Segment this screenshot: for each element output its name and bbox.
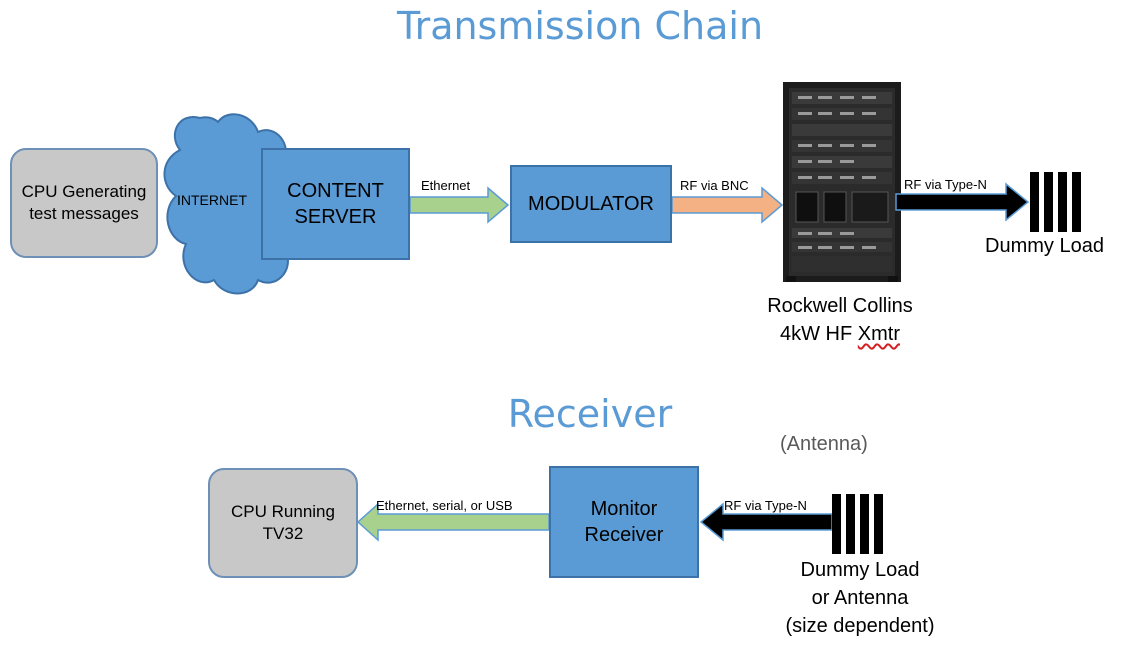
- cpu-test-messages-box: CPU Generating test messages: [10, 148, 158, 258]
- rf-typen-rx-label: RF via Type-N: [724, 498, 807, 513]
- internet-label: INTERNET: [177, 192, 247, 208]
- monitor-receiver-label: Monitor Receiver: [584, 498, 664, 546]
- cpu-tv32-label: CPU Running TV32: [231, 502, 335, 543]
- dummy-load-icon: [1030, 172, 1081, 232]
- cpu-test-messages-label: CPU Generating test messages: [21, 182, 147, 223]
- transmission-chain-title: Transmission Chain: [396, 4, 764, 48]
- rf-typen-tx-arrow: [895, 182, 1030, 222]
- content-server-box: CONTENT SERVER: [261, 148, 410, 260]
- rf-bnc-label: RF via BNC: [680, 178, 749, 193]
- dummy-caption-line2: or Antenna: [811, 587, 909, 609]
- ethernet-arrow: [409, 186, 510, 224]
- rf-typen-rx-arrow: [699, 502, 833, 542]
- transmitter-caption: Rockwell Collins 4kW HF Xmtr: [740, 292, 940, 348]
- dummy-load-antenna-icon: [832, 494, 883, 554]
- ethernet-label: Ethernet: [421, 178, 471, 193]
- dummy-caption-line3: (size dependent): [785, 615, 935, 637]
- modulator-label: MODULATOR: [528, 193, 654, 215]
- monitor-receiver-box: Monitor Receiver: [549, 466, 699, 578]
- cpu-tv32-box: CPU Running TV32: [208, 468, 358, 578]
- dummy-caption-line1: Dummy Load: [800, 559, 920, 581]
- transmitter-caption-prefix: 4kW HF: [780, 323, 858, 345]
- receiver-title: Receiver: [507, 392, 673, 436]
- dummy-load-antenna-caption: Dummy Load or Antenna (size dependent): [772, 556, 948, 640]
- transmitter-caption-line2: 4kW HF Xmtr: [740, 320, 940, 348]
- rf-bnc-arrow: [671, 186, 784, 224]
- dummy-load-label: Dummy Load: [985, 235, 1104, 257]
- ethernet-serial-usb-label: Ethernet, serial, or USB: [376, 498, 513, 513]
- modulator-box: MODULATOR: [510, 165, 672, 243]
- transmitter-caption-xmtr: Xmtr: [857, 323, 900, 345]
- transmitter-caption-line1: Rockwell Collins: [767, 295, 913, 317]
- antenna-label: (Antenna): [780, 433, 868, 455]
- transmitter-rack-icon: [783, 82, 901, 282]
- content-server-label: CONTENT SERVER: [287, 180, 384, 228]
- ethernet-serial-usb-arrow: [356, 502, 550, 542]
- rf-typen-tx-label: RF via Type-N: [904, 177, 987, 192]
